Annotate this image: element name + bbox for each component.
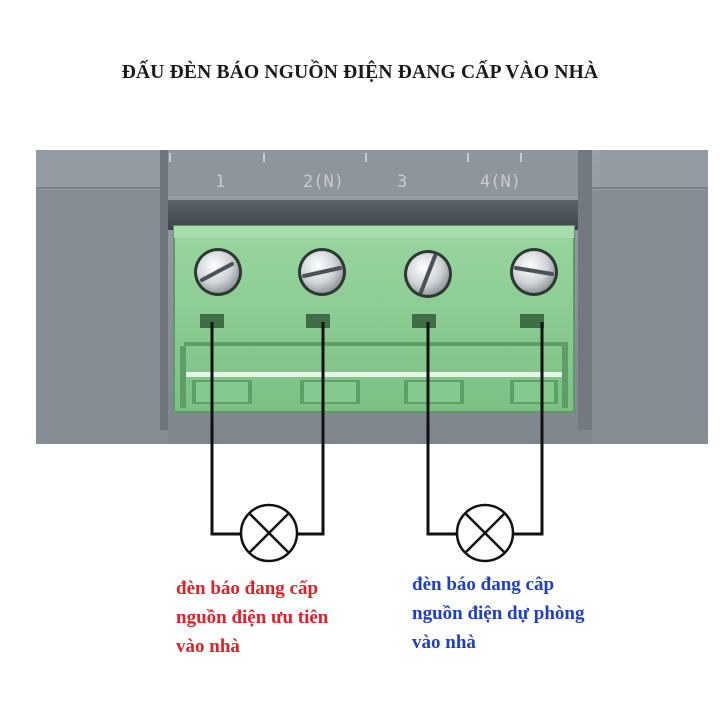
diagram-title: ĐẤU ĐÈN BÁO NGUỒN ĐIỆN ĐANG CẤP VÀO NHÀ <box>121 62 599 83</box>
terminal-tick-marks <box>169 153 522 162</box>
terminal-slots <box>200 314 544 328</box>
terminal-label-3: 3 <box>397 172 407 192</box>
wire-terminal-1 <box>210 322 242 536</box>
caption-priority-line-2: nguồn điện ưu tiên <box>176 607 329 628</box>
caption-backup-line-3: vào nhà <box>412 632 476 653</box>
caption-backup-line-2: nguồn điện dự phòng <box>412 603 585 624</box>
screw-3 <box>404 250 452 298</box>
wire-terminal-3 <box>426 322 458 536</box>
screw-1 <box>194 248 242 296</box>
terminal-label-1: 1 <box>215 172 225 192</box>
terminal-label-4: 4(N) <box>480 172 521 192</box>
terminal-labels: 1 2(N) 3 4(N) <box>215 172 521 192</box>
terminal-block <box>173 225 575 413</box>
wiring <box>210 322 544 536</box>
device-housing <box>36 150 708 444</box>
lamp-priority-icon <box>239 503 299 563</box>
terminal-label-2: 2(N) <box>303 172 344 192</box>
wire-terminal-4 <box>512 322 544 536</box>
caption-priority-lamp: đèn báo đang cấp nguồn điện ưu tiên vào … <box>176 574 328 661</box>
caption-backup-line-1: đèn báo đang câp <box>412 574 555 595</box>
screw-4 <box>510 248 558 296</box>
lamp-backup-icon <box>455 503 515 563</box>
caption-priority-line-1: đèn báo đang cấp <box>176 578 319 599</box>
terminal-screws <box>194 248 558 298</box>
screw-2 <box>298 248 346 296</box>
wire-terminal-2 <box>296 322 325 536</box>
caption-backup-lamp: đèn báo đang câp nguồn điện dự phòng vào… <box>412 570 584 657</box>
caption-priority-line-3: vào nhà <box>176 636 240 657</box>
